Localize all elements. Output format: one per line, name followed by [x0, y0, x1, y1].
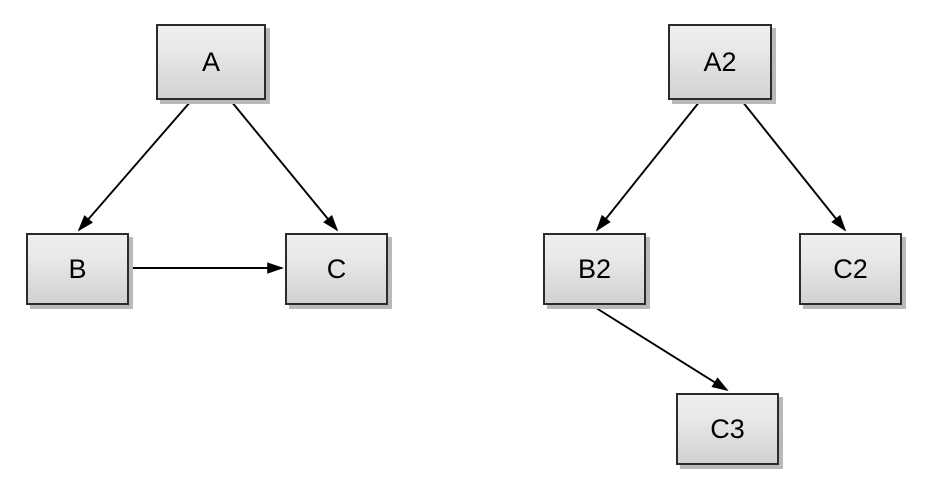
edge-b-to-c	[131, 262, 284, 274]
node-label: B2	[577, 253, 612, 284]
node-label: C3	[710, 413, 745, 444]
edge-a2-to-b2	[595, 100, 701, 232]
node-c3[interactable]: C3	[676, 393, 779, 465]
edge-line	[230, 100, 338, 231]
edge-line	[741, 100, 846, 231]
arrowhead-icon	[831, 214, 847, 232]
arrowhead-icon	[77, 215, 93, 232]
node-b2[interactable]: B2	[543, 233, 646, 305]
edge-line	[78, 100, 192, 231]
edge-b2-to-c3	[592, 305, 729, 391]
edge-line	[596, 100, 701, 231]
edge-a-to-b	[77, 100, 192, 232]
node-label: B	[68, 253, 87, 284]
node-label: A2	[703, 46, 737, 77]
node-a[interactable]: A	[156, 24, 266, 100]
node-c2[interactable]: C2	[799, 233, 902, 305]
node-a2[interactable]: A2	[668, 24, 772, 100]
node-label: C	[326, 253, 347, 284]
edge-line	[592, 305, 728, 391]
arrowhead-icon	[711, 377, 729, 391]
node-c[interactable]: C	[285, 233, 388, 305]
edge-a-to-c	[230, 100, 339, 232]
arrowhead-icon	[595, 214, 611, 232]
arrowhead-icon	[323, 214, 339, 232]
edge-a2-to-c2	[741, 100, 847, 232]
arrowhead-icon	[267, 262, 284, 274]
node-label: A	[201, 46, 220, 77]
node-b[interactable]: B	[26, 233, 129, 305]
node-label: C2	[833, 253, 868, 284]
